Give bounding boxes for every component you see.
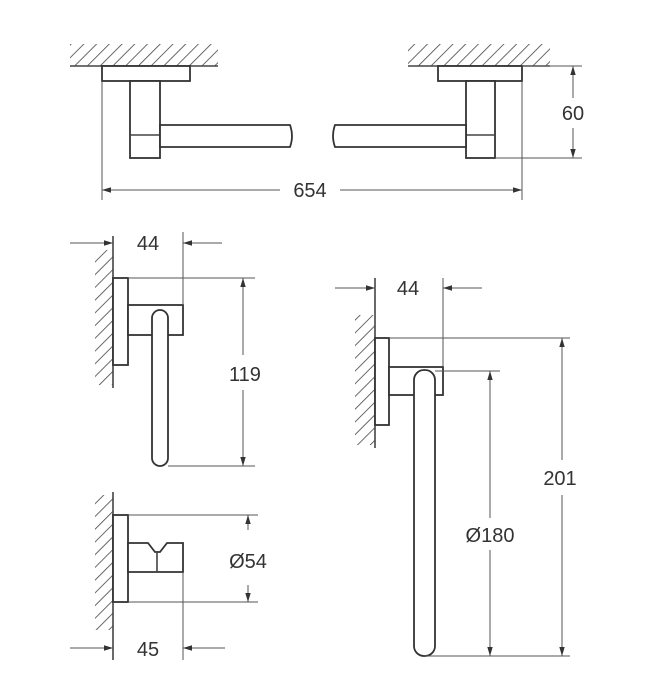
towel-rail-drawing: 654 60: [70, 44, 584, 202]
right-mount-plate: [437, 65, 523, 82]
dim-hook-diameter: Ø54: [229, 551, 267, 573]
dim-ring-diameter: Ø180: [466, 525, 515, 547]
left-mount-plate: [101, 65, 191, 82]
dim-holder-height: 119: [229, 364, 261, 386]
dim-holder-depth: 44: [137, 233, 159, 255]
dim-hook-depth: 45: [137, 639, 159, 661]
dim-ring-depth: 44: [397, 278, 419, 300]
towel-ring-drawing: 44 201 Ø180: [335, 278, 577, 657]
roll-holder-drawing: 44 119: [70, 232, 261, 467]
right-post: [465, 80, 496, 159]
left-post: [129, 80, 161, 159]
dim-depth: 60: [562, 103, 584, 125]
wall-hatch: [95, 250, 113, 385]
dim-ring-height: 201: [543, 468, 576, 490]
ceiling-hatch-right: [408, 44, 550, 66]
left-bar: [159, 124, 293, 148]
hook-drawing: Ø54 45: [70, 492, 267, 661]
dim-length: 654: [293, 180, 326, 202]
ceiling-hatch-left: [70, 44, 218, 66]
right-bar: [332, 124, 467, 148]
